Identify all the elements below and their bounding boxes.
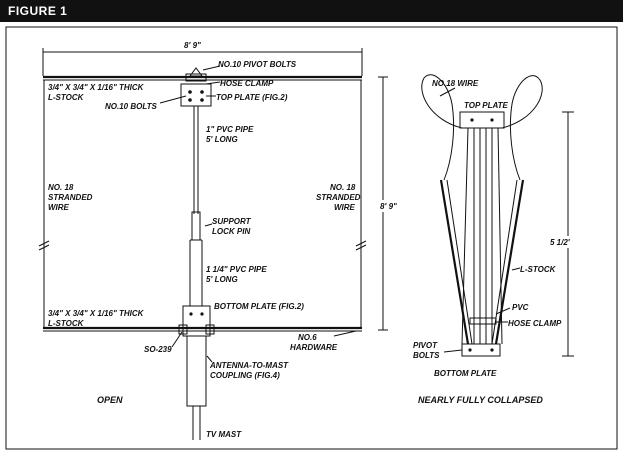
collapsed-wire-left bbox=[421, 74, 463, 181]
support-lock-pin bbox=[191, 211, 201, 241]
open-caption: OPEN bbox=[97, 395, 123, 405]
bolts-label: NO.10 BOLTS bbox=[105, 102, 158, 111]
wire-right-label-3: WIRE bbox=[334, 203, 356, 212]
top-plate bbox=[180, 83, 212, 107]
pvc-1in-label-2: 5' LONG bbox=[206, 135, 238, 144]
collapsed-lstock-left bbox=[439, 179, 470, 345]
pvc-114-label-1: 1 1/4" PVC PIPE bbox=[206, 265, 267, 274]
hardware-label-2: HARDWARE bbox=[290, 343, 338, 352]
coupling-label-1: ANTENNA-TO-MAST bbox=[209, 361, 289, 370]
collapsed-wire-right bbox=[501, 75, 543, 181]
collapsed-pivot-label-2: BOLTS bbox=[413, 351, 440, 360]
width-dimension-label: 8' 9" bbox=[184, 41, 201, 50]
lstock-bottom-label-2: L-STOCK bbox=[48, 319, 85, 328]
height-dimension-label: 8' 9" bbox=[380, 202, 397, 211]
collapsed-pivot-label-1: PIVOT bbox=[413, 341, 438, 350]
support-label-1: SUPPORT bbox=[212, 217, 252, 226]
figure-frame bbox=[5, 26, 618, 450]
figure-title: FIGURE 1 bbox=[0, 0, 623, 22]
pivot-bolts-label: NO.10 PIVOT BOLTS bbox=[218, 60, 297, 69]
collapsed-height-label: 5 1/2' bbox=[550, 238, 571, 247]
collapsed-top-plate bbox=[459, 111, 505, 129]
wire-left-label-1: NO. 18 bbox=[48, 183, 74, 192]
collapsed-lstock-label: L-STOCK bbox=[520, 265, 557, 274]
lstock-top-label-1: 3/4" X 3/4" X 1/16" THICK bbox=[48, 83, 145, 92]
lstock-bottom-label-1: 3/4" X 3/4" X 1/16" THICK bbox=[48, 309, 145, 318]
tv-mast-label: TV MAST bbox=[206, 430, 242, 439]
collapsed-bottom-plate bbox=[461, 343, 501, 357]
collapsed-pvc-label: PVC bbox=[512, 303, 529, 312]
top-plate-label: TOP PLATE (FIG.2) bbox=[216, 93, 288, 102]
collapsed-hose-clamp-label: HOSE CLAMP bbox=[508, 319, 562, 328]
bottom-plate-label: BOTTOM PLATE (FIG.2) bbox=[214, 302, 304, 311]
collapsed-hose-clamp bbox=[469, 317, 497, 325]
so239-connector bbox=[178, 324, 188, 335]
pivot-bolt bbox=[189, 67, 203, 77]
pvc-114-label-2: 5' LONG bbox=[206, 275, 238, 284]
pvc-1in-label-1: 1" PVC PIPE bbox=[206, 125, 254, 134]
coupling-label-2: COUPLING (FIG.4) bbox=[210, 371, 280, 380]
wire-right-label-2: STRANDED bbox=[316, 193, 361, 202]
mast-coupling bbox=[186, 335, 207, 407]
wire-left-label-2: STRANDED bbox=[48, 193, 93, 202]
hardware-label-1: NO.6 bbox=[298, 333, 317, 342]
collapsed-top-plate-label: TOP PLATE bbox=[464, 101, 509, 110]
lstock-top-label-2: L-STOCK bbox=[48, 93, 85, 102]
support-label-2: LOCK PIN bbox=[212, 227, 250, 236]
so239-label: SO-239 bbox=[144, 345, 172, 354]
collapsed-wire-label: NO.18 WIRE bbox=[432, 79, 479, 88]
wire-right-label-1: NO. 18 bbox=[330, 183, 356, 192]
wire-left-label-3: WIRE bbox=[48, 203, 70, 212]
hose-clamp-label: HOSE CLAMP bbox=[220, 79, 274, 88]
collapsed-lstock-right bbox=[494, 179, 525, 345]
collapsed-caption: NEARLY FULLY COLLAPSED bbox=[418, 395, 543, 405]
open-antenna-view: 8' 9" 8' 9" bbox=[38, 41, 402, 440]
collapsed-bottom-plate-label: BOTTOM PLATE bbox=[434, 369, 497, 378]
collapsed-antenna-view: 5 1/2' NO.18 WIRE TOP PLATE L-STOCK PVC … bbox=[413, 74, 574, 405]
